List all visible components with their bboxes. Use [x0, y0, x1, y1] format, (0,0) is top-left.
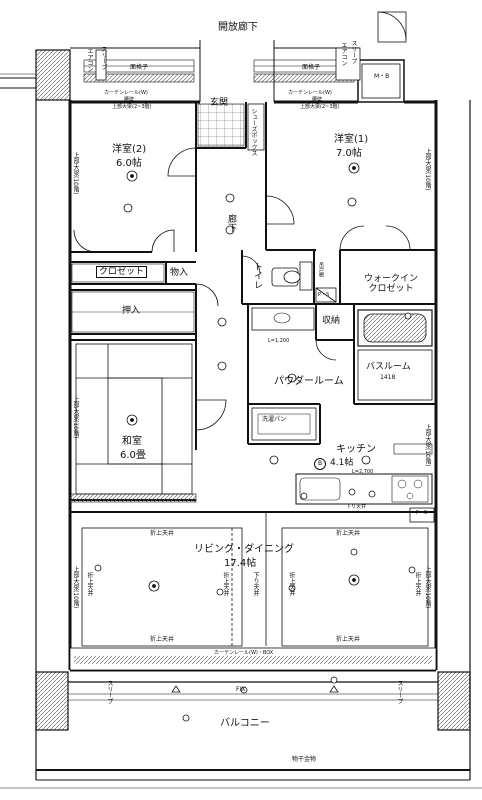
pipe-shafts: [315, 287, 435, 523]
curtain-rail-label-left: カーテンレール(W): [104, 90, 148, 96]
beam-label-right: 上部大梁(2~3階): [300, 104, 340, 110]
japanese-room-size: 6.0畳: [120, 450, 146, 461]
ceiling-lights: [94, 162, 416, 722]
beam-washitsu-label: 上部大梁(10階): [72, 396, 79, 439]
shoe-box-cabinet: [247, 103, 265, 151]
gas-tl-label: エアコン: [86, 48, 93, 72]
monohoshi-label: 物干金物: [292, 756, 317, 763]
western-room-1-size: 7.0帖: [336, 148, 362, 159]
powder-room-label: パウダールーム: [274, 376, 344, 387]
ceiling-raise-areas: [81, 512, 429, 647]
bathroom-label: バスルーム: [366, 362, 411, 372]
sleeve-marks: [95, 11, 407, 81]
washer-pan: [251, 407, 317, 441]
kitchen-size: 4.1帖: [330, 458, 354, 468]
fix-window-marks: [171, 685, 339, 693]
ori-top-left-label: 折上天井: [150, 530, 175, 537]
ori-right-label: 折上天井: [414, 572, 421, 596]
sleeve-tr-label: スリーブ: [350, 40, 357, 64]
gas-tr-label: エアコン: [340, 42, 347, 66]
ori-top-right-label: 折上天井: [336, 530, 361, 537]
koshikabe-label-right: 腰壁: [312, 97, 323, 103]
toilet-label: トイレ: [252, 262, 262, 289]
sleeve-bl-label: スリーブ: [106, 680, 113, 704]
closet-label: クロゼット: [96, 266, 148, 278]
hallway-label: 廊下: [226, 214, 236, 232]
entrance-tile: [197, 103, 245, 147]
ps-right-label: P・S: [416, 510, 428, 516]
oshiire-label: 押入: [122, 306, 141, 316]
mb-label: M・B: [374, 73, 390, 80]
ori-bottom-left-label: 折上天井: [150, 636, 175, 643]
walk-in-closet-label: ウォークイン クロゼット: [364, 274, 419, 294]
ori-left-label: 折上天井: [86, 572, 93, 596]
western-room-1-name: 洋室(1): [334, 134, 369, 145]
lattice-label-left: 面格子: [130, 64, 149, 71]
beam-kitchen-label: 上部大梁(10階): [424, 424, 431, 467]
ori-bottom-right-label: 折上天井: [336, 636, 361, 643]
fix-label: FIX: [236, 686, 246, 693]
washer-pan-label: 洗濯パン: [262, 416, 287, 423]
sagari-kitchen-label: 下り天井: [346, 504, 367, 510]
sleeve-tl-label: スリーブ: [100, 46, 107, 70]
living-dining-name: リビング・ダイニング: [194, 544, 294, 555]
shoe-box-label: シューズボックス: [250, 108, 257, 156]
l-1200-label: L=1,200: [268, 338, 290, 344]
corridor-label: 開放廊下: [218, 22, 258, 33]
balcony-structure: [0, 681, 482, 789]
western-room-2-name: 洋室(2): [112, 144, 147, 155]
sagari-living-label: 下り天井: [252, 572, 259, 596]
door-swings: [73, 147, 411, 431]
lattice-label-right: 面格子: [302, 64, 321, 71]
beam-label-left: 上部大梁(2~3階): [112, 104, 152, 110]
living-dining-size: 17.4帖: [224, 558, 257, 569]
bath-size-label: 1418: [380, 374, 396, 381]
interior-walls: [70, 102, 436, 513]
bathtub: [357, 309, 433, 401]
ori-mid-left-label: 折上天井: [222, 572, 229, 596]
l-2700-label: L=2,700: [352, 469, 374, 475]
japanese-room-name: 和室: [122, 436, 142, 447]
curtain-rail-bottom-label: カーテンレール(W)・BOX: [214, 650, 274, 656]
beam-western1-label: 上部大梁(10階): [424, 148, 431, 191]
ps-toilet-label: P・S: [318, 292, 330, 298]
curtain-rail-label-right: カーテンレール(W): [288, 90, 332, 96]
ori-mid-right-label: 折上天井: [288, 572, 295, 596]
beam-western2-label: 上部大梁(10階): [72, 152, 79, 195]
toilet-fixture: [271, 261, 313, 291]
beam-living-left-label: 上部大梁(10階): [72, 566, 79, 609]
exterior-walls: [0, 40, 471, 780]
sleeve-br-label: スリーブ: [396, 680, 403, 704]
western-room-2-size: 6.0帖: [116, 158, 142, 169]
entrance-label: 玄関: [210, 98, 229, 108]
shuno-label: 収納: [322, 316, 341, 326]
kitchen-name: キッチン: [336, 444, 376, 455]
koshikabe-label-left: 腰壁: [124, 97, 135, 103]
storage-label: 物入: [170, 268, 189, 278]
balcony-label: バルコニー: [220, 718, 270, 729]
beam-living-right-label: 上部大梁(10階): [424, 566, 431, 609]
kitchen-counter: [295, 443, 433, 505]
kitchen-area-mark: B: [314, 458, 326, 470]
cupboard-label: 吊戸棚: [318, 262, 324, 277]
